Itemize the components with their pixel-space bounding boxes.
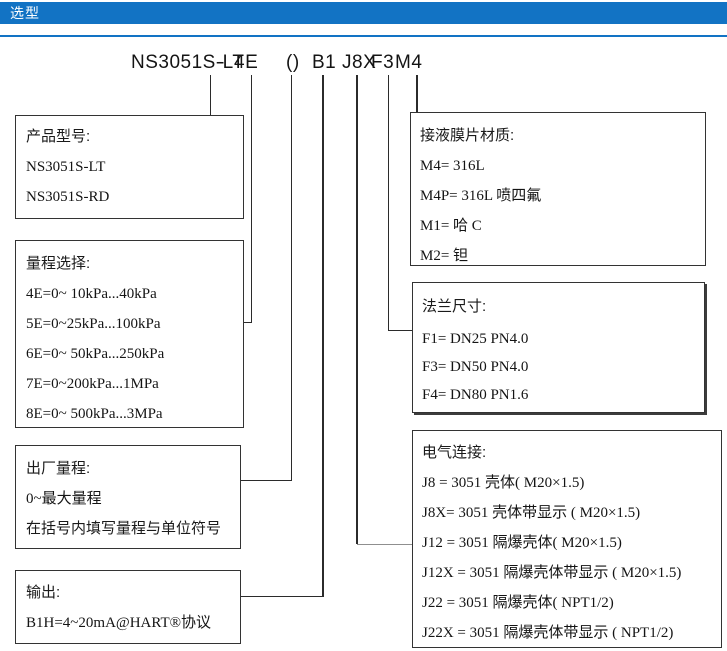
header-rule bbox=[0, 35, 727, 37]
product-model-title: 产品型号: bbox=[26, 128, 91, 145]
factory-range-title: 出厂量程: bbox=[26, 460, 91, 477]
diaphragm-material-box: 接液膜片材质: M4= 316L M4P= 316L 喷四氟 M1= 哈 C M… bbox=[410, 112, 706, 266]
connector-range-hline bbox=[243, 322, 252, 323]
range-option: 6E=0~ 50kPa...250kPa bbox=[26, 346, 165, 362]
connector-flange-hline bbox=[388, 330, 413, 331]
flange-option: F4= DN80 PN1.6 bbox=[422, 387, 529, 403]
model-code-output: B1 bbox=[312, 52, 337, 73]
diaphragm-option: M1= 哈 C bbox=[420, 218, 482, 234]
flange-size-box: 法兰尺寸: F1= DN25 PN4.0 F3= DN50 PN4.0 F4= … bbox=[412, 282, 705, 413]
range-option: 4E=0~ 10kPa...40kPa bbox=[26, 286, 157, 302]
electrical-option: J8 = 3051 壳体( M20×1.5) bbox=[422, 475, 585, 491]
connector-factory-hline bbox=[239, 480, 292, 481]
model-code-material: M4 bbox=[395, 52, 423, 73]
electrical-connection-box: 电气连接: J8 = 3051 壳体( M20×1.5) J8X= 3051 壳… bbox=[412, 430, 722, 648]
electrical-connection-title: 电气连接: bbox=[422, 444, 487, 461]
connector-factory-vline bbox=[291, 75, 292, 480]
product-model-option: NS3051S-RD bbox=[26, 189, 110, 205]
factory-range-line: 在括号内填写量程与单位符号 bbox=[26, 520, 222, 537]
section-header-bar: 选型 bbox=[0, 2, 727, 24]
product-model-box: 产品型号: NS3051S-LT NS3051S-RD bbox=[15, 115, 244, 219]
flange-option: F1= DN25 PN4.0 bbox=[422, 331, 529, 347]
connector-flange-vline bbox=[388, 75, 389, 330]
output-option: B1H=4~20mA@HART®协议 bbox=[26, 615, 212, 631]
electrical-option: J22 = 3051 隔爆壳体( NPT1/2) bbox=[422, 595, 614, 611]
connector-output-hline bbox=[239, 596, 323, 597]
electrical-option: J12 = 3051 隔爆壳体( M20×1.5) bbox=[422, 535, 622, 551]
connector-product-vline bbox=[210, 75, 211, 116]
diaphragm-option: M4= 316L bbox=[420, 158, 485, 174]
output-title: 输出: bbox=[26, 584, 61, 601]
range-selection-box: 量程选择: 4E=0~ 10kPa...40kPa 5E=0~25kPa...1… bbox=[15, 240, 244, 428]
section-title: 选型 bbox=[10, 5, 40, 21]
diaphragm-material-title: 接液膜片材质: bbox=[420, 127, 515, 144]
diaphragm-option: M4P= 316L 喷四氟 bbox=[420, 188, 542, 204]
electrical-option: J22X = 3051 隔爆壳体带显示 ( NPT1/2) bbox=[422, 625, 674, 641]
model-code-base: NS3051S-LT bbox=[131, 52, 245, 73]
electrical-option: J8X= 3051 壳体带显示 ( M20×1.5) bbox=[422, 505, 641, 521]
range-option: 7E=0~200kPa...1MPa bbox=[26, 376, 159, 392]
model-code-electrical: J8X bbox=[342, 52, 377, 73]
connector-electrical-hline bbox=[357, 544, 412, 545]
factory-range-box: 出厂量程: 0~最大量程 在括号内填写量程与单位符号 bbox=[15, 445, 241, 549]
output-box: 输出: B1H=4~20mA@HART®协议 bbox=[15, 570, 241, 644]
connector-electrical-vline bbox=[356, 75, 358, 544]
connector-material-vline bbox=[416, 75, 418, 113]
electrical-option: J12X = 3051 隔爆壳体带显示 ( M20×1.5) bbox=[422, 565, 682, 581]
connector-output-vline bbox=[322, 75, 324, 597]
diaphragm-option: M2= 钽 bbox=[420, 248, 469, 264]
range-option: 5E=0~25kPa...100kPa bbox=[26, 316, 161, 332]
model-code-parens: () bbox=[286, 52, 300, 73]
model-code-flange: F3 bbox=[371, 52, 395, 73]
model-code-dash: - bbox=[218, 52, 225, 73]
range-selection-title: 量程选择: bbox=[26, 255, 91, 272]
range-option: 8E=0~ 500kPa...3MPa bbox=[26, 406, 163, 422]
factory-range-line: 0~最大量程 bbox=[26, 491, 102, 507]
flange-size-title: 法兰尺寸: bbox=[422, 298, 487, 315]
product-model-option: NS3051S-LT bbox=[26, 159, 106, 175]
flange-option: F3= DN50 PN4.0 bbox=[422, 359, 529, 375]
model-code-range: 4E bbox=[234, 52, 259, 73]
connector-range-vline bbox=[251, 75, 252, 322]
